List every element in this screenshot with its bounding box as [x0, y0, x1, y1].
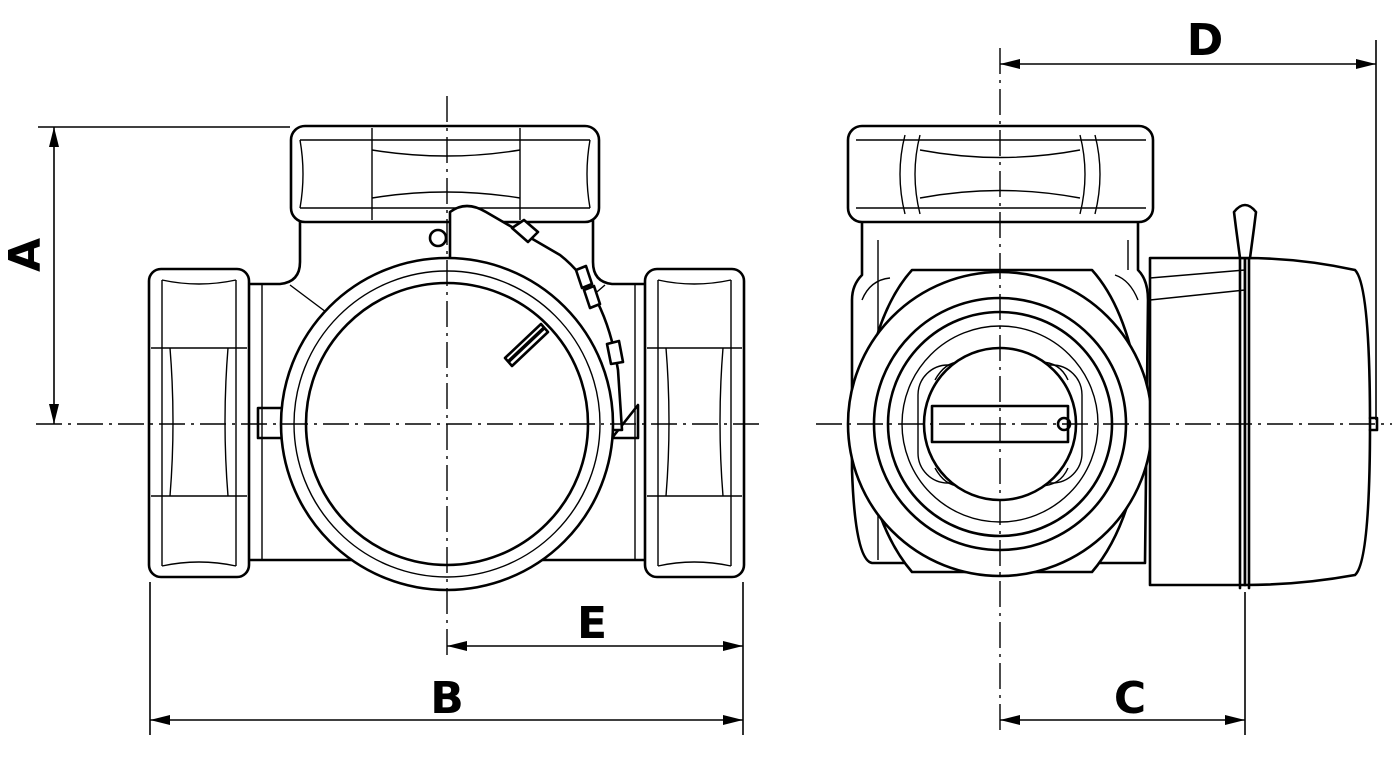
dimension-label-D: D	[1187, 15, 1224, 66]
front-view	[36, 96, 765, 660]
front-right-nut	[643, 267, 746, 579]
dimension-A: A	[0, 126, 290, 424]
dimension-label-B: B	[430, 673, 464, 724]
front-top-nut	[289, 124, 601, 224]
side-view	[816, 48, 1392, 735]
dimension-E: E	[447, 598, 743, 651]
dimension-label-A: A	[0, 238, 51, 272]
side-selector-knob	[1148, 203, 1379, 590]
front-left-nut	[147, 267, 251, 579]
dimension-C: C	[1000, 592, 1246, 735]
dimension-D: D	[1000, 15, 1377, 420]
dimension-label-E: E	[577, 598, 607, 649]
dial-pointer-icon	[506, 326, 546, 364]
dimension-label-C: C	[1114, 673, 1146, 724]
dimension-B: B	[149, 582, 744, 735]
